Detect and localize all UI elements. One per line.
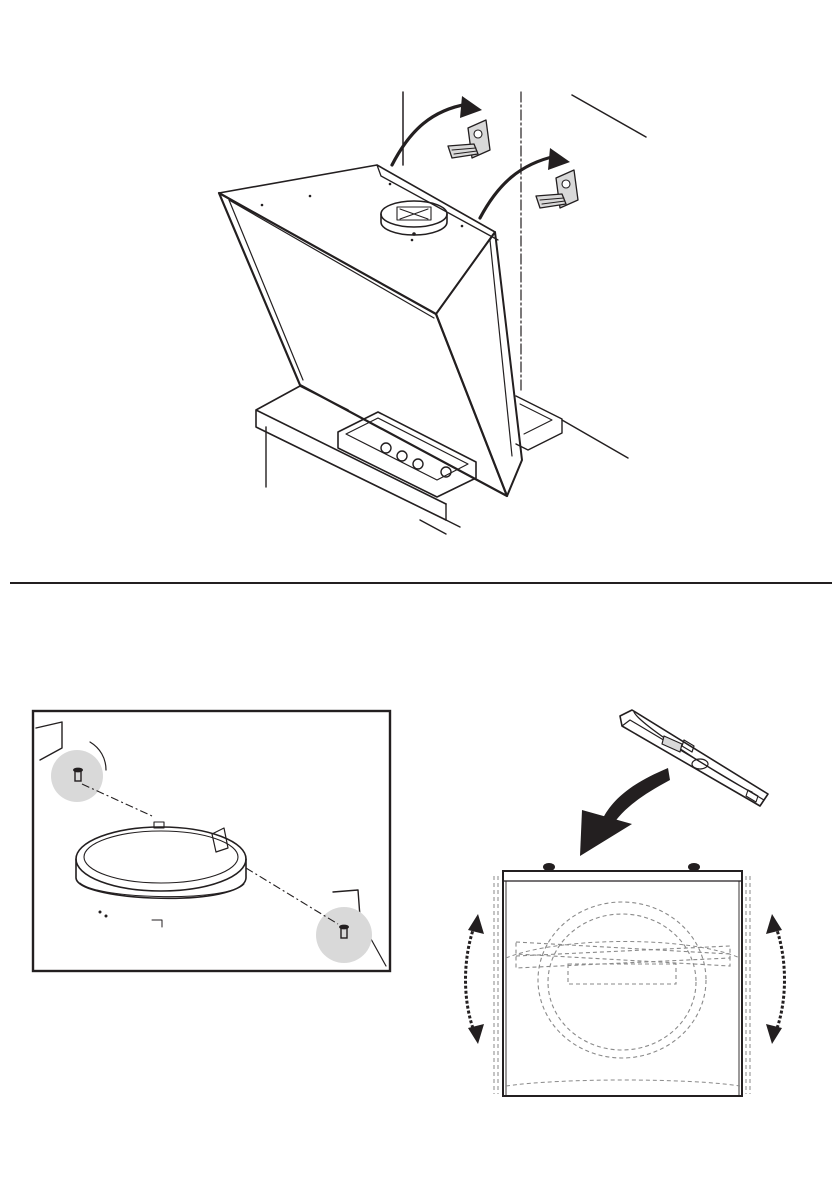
curved-arrow-icon — [580, 768, 670, 856]
alignment-line — [246, 868, 338, 924]
bottom-right-figure-leveling — [466, 710, 785, 1096]
top-figure-hood-mounting — [219, 92, 646, 534]
exhaust-collar-ring-icon — [76, 822, 246, 927]
countertop-icon — [256, 386, 460, 534]
screw-highlight — [51, 750, 103, 802]
alignment-line — [82, 784, 152, 816]
tilt-arrow-icon — [766, 914, 785, 1044]
cooktop-icon — [338, 396, 562, 497]
wall-bracket-icon — [536, 170, 578, 208]
hood-front-view — [494, 863, 750, 1096]
wall-lines — [403, 92, 646, 458]
wall-bracket-icon — [448, 120, 490, 158]
tilt-arrow-icon — [466, 914, 485, 1044]
bottom-left-figure-collar-fixing — [33, 711, 390, 971]
